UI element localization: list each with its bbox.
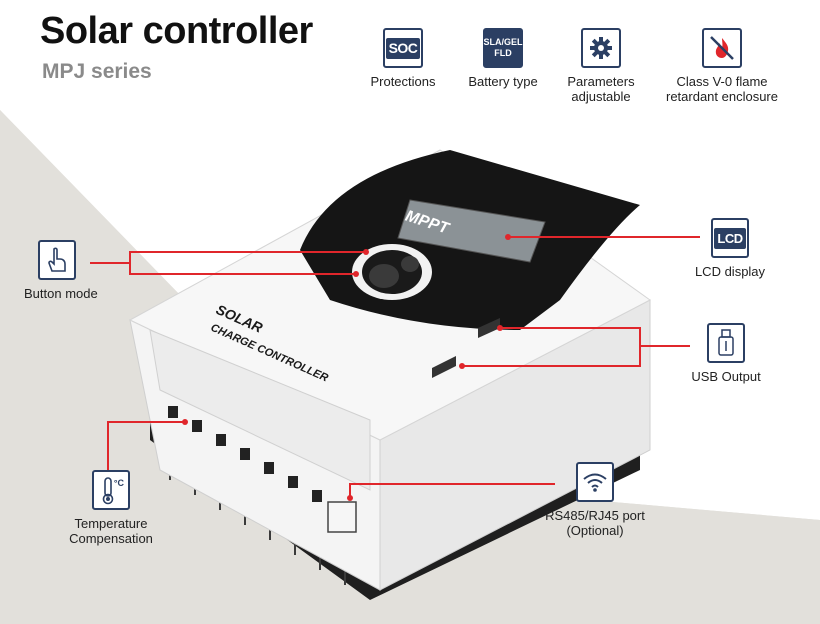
callout-lines	[90, 236, 700, 498]
feature-label-line1: Class V-0 flame	[676, 74, 768, 89]
soc-icon: SOC	[383, 28, 423, 68]
callout-lcd: LCD LCD display	[680, 218, 780, 279]
callout-temperature: °C Temperature Compensation	[56, 470, 166, 546]
callout-usb: USB Output	[676, 323, 776, 384]
rj45-port	[327, 501, 357, 533]
thermometer-icon: °C	[92, 470, 130, 510]
battery-badge-line1: SLA/GEL	[483, 37, 523, 47]
callout-label-line2: Compensation	[69, 531, 153, 546]
no-fire-icon	[702, 28, 742, 68]
callout-label: USB Output	[691, 369, 761, 384]
page-title: Solar controller	[40, 10, 313, 52]
battery-type-icon: SLA/GEL FLD	[483, 28, 523, 68]
usb-port-2	[432, 356, 456, 378]
gear-icon	[581, 28, 621, 68]
callout-label: LCD display	[694, 264, 766, 279]
feature-battery-type: SLA/GEL FLD Battery type	[438, 28, 568, 89]
callout-label-line1: Temperature	[74, 516, 148, 531]
usb-port-1	[478, 318, 500, 338]
battery-badge-line2: FLD	[494, 48, 512, 58]
callout-rs485: RS485/RJ45 port (Optional)	[520, 462, 670, 538]
feature-protections: SOC Protections	[338, 28, 468, 89]
usb-stick-icon	[707, 323, 745, 363]
page-subtitle: MPJ series	[42, 60, 152, 83]
lcd-icon: LCD	[711, 218, 749, 258]
celsius-label: °C	[113, 478, 124, 488]
terminal-cover	[149, 329, 371, 491]
lcd-badge: LCD	[714, 227, 746, 249]
callout-dots	[182, 234, 511, 501]
feature-label: Protections	[370, 74, 436, 89]
lcd-screen	[397, 199, 546, 263]
feature-label: Battery type	[468, 74, 538, 89]
feature-flame-retardant: Class V-0 flame retardant enclosure	[657, 28, 787, 104]
button-right[interactable]	[401, 256, 419, 272]
callout-button-mode: Button mode	[18, 240, 118, 301]
callout-label-line1: RS485/RJ45 port	[545, 508, 645, 523]
button-left[interactable]	[369, 264, 399, 288]
feature-label-line1: Parameters	[567, 74, 635, 89]
wifi-icon	[576, 462, 614, 502]
terminal-holes	[168, 406, 322, 502]
soc-badge: SOC	[385, 37, 421, 59]
callout-label: Button mode	[24, 286, 98, 301]
callout-label-line2: (Optional)	[566, 523, 624, 538]
feature-label-line2: retardant enclosure	[665, 89, 778, 104]
hand-pointer-icon	[38, 240, 76, 280]
feature-label-line2: adjustable	[571, 89, 631, 104]
feature-parameters: Parameters adjustable	[536, 28, 666, 104]
